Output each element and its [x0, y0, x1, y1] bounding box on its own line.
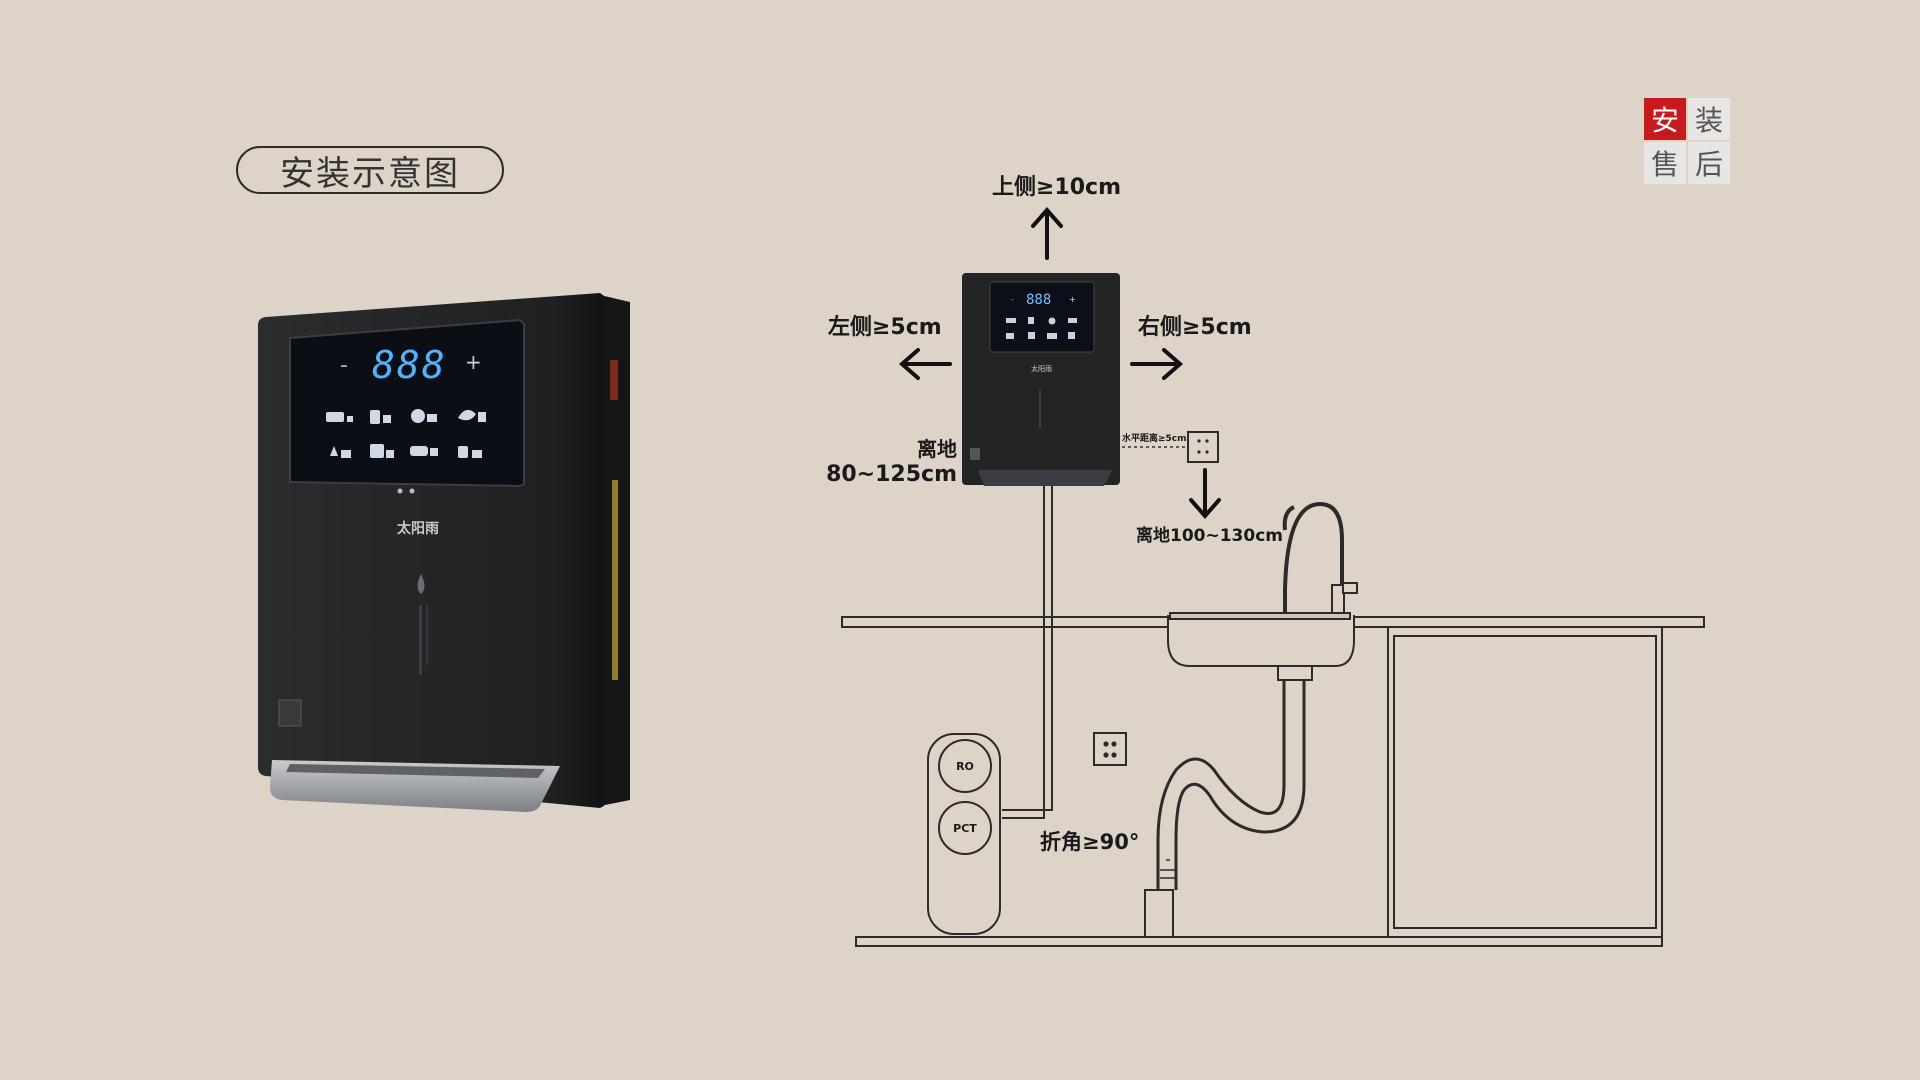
- cabinet-door: [1393, 635, 1657, 929]
- drain-outlet: [1144, 889, 1174, 938]
- plus-button-icon: +: [465, 350, 482, 374]
- left-clearance-label: 左侧≥5cm: [828, 314, 942, 340]
- wall-socket: [1122, 431, 1219, 463]
- function-icon-4: [458, 409, 476, 421]
- mount-height-range: 80~125cm: [826, 462, 957, 487]
- side-status-light: [610, 360, 618, 400]
- diagram-title: 安装示意图: [236, 146, 504, 194]
- mount-height-label: 离地: [917, 437, 957, 461]
- installation-schematic: [841, 480, 1705, 947]
- function-icon-3: [411, 409, 425, 423]
- side-warning-sticker: [612, 480, 618, 680]
- ro-filter-label: RO: [956, 760, 974, 773]
- clearance-arrows: [898, 206, 1221, 520]
- socket-distance-label: 水平距离≥5cm: [1122, 432, 1187, 444]
- function-icon-2: [370, 410, 380, 424]
- schematic-temperature-display: 888: [1026, 292, 1051, 308]
- ro-filter: [938, 739, 992, 793]
- socket-height-label: 离地100~130cm: [1136, 525, 1283, 546]
- badge-char-2: 装: [1688, 98, 1730, 140]
- badge-char-1: 安: [1644, 98, 1686, 140]
- lock-icon: [458, 446, 468, 458]
- drain-trap-inner: [1174, 680, 1306, 890]
- right-clearance-label: 右侧≥5cm: [1138, 315, 1252, 340]
- under-counter-socket-icon: [1093, 732, 1127, 766]
- minus-button-icon: -: [340, 353, 348, 378]
- bend-angle-label: 折角≥90°: [1040, 830, 1139, 854]
- cabinet: [1387, 626, 1663, 938]
- after-sales-install-badge: 安 装 售 后: [1644, 98, 1730, 184]
- wall-mounted-device: - 888 + 太阳雨: [962, 273, 1120, 486]
- sink-drain: [1277, 665, 1313, 681]
- wall-socket-icon: [1187, 431, 1219, 463]
- pct-filter: [938, 801, 992, 855]
- function-icons: [326, 409, 486, 458]
- function-icon-1: [326, 412, 344, 422]
- top-clearance-label: 上侧≥10cm: [992, 175, 1121, 200]
- schematic-minus-icon: -: [1011, 295, 1014, 304]
- water-tube-outer: [1002, 480, 1045, 819]
- temperature-display: 888: [372, 343, 447, 387]
- badge-char-4: 后: [1688, 142, 1730, 184]
- floor: [855, 936, 1663, 947]
- device-screen: [289, 318, 525, 488]
- function-icon-5: [330, 446, 338, 456]
- function-icon-7: [410, 446, 428, 456]
- water-tube-inner: [1002, 480, 1053, 811]
- pct-filter-label: PCT: [953, 822, 977, 835]
- function-icon-6: [370, 444, 384, 458]
- schematic-brand-logo: 太阳雨: [1031, 364, 1052, 373]
- product-image: - 888 + 太阳雨: [258, 293, 630, 812]
- badge-char-3: 售: [1644, 142, 1686, 184]
- sink-basin: [1167, 615, 1355, 667]
- schematic-drip-tray: [978, 470, 1112, 486]
- schematic-plus-icon: +: [1069, 295, 1076, 304]
- drain-trap-outer: [1156, 680, 1286, 890]
- faucet: [1283, 501, 1344, 613]
- brand-logo: 太阳雨: [397, 520, 439, 537]
- certification-label: [278, 699, 302, 727]
- water-drop-icon: [417, 574, 425, 594]
